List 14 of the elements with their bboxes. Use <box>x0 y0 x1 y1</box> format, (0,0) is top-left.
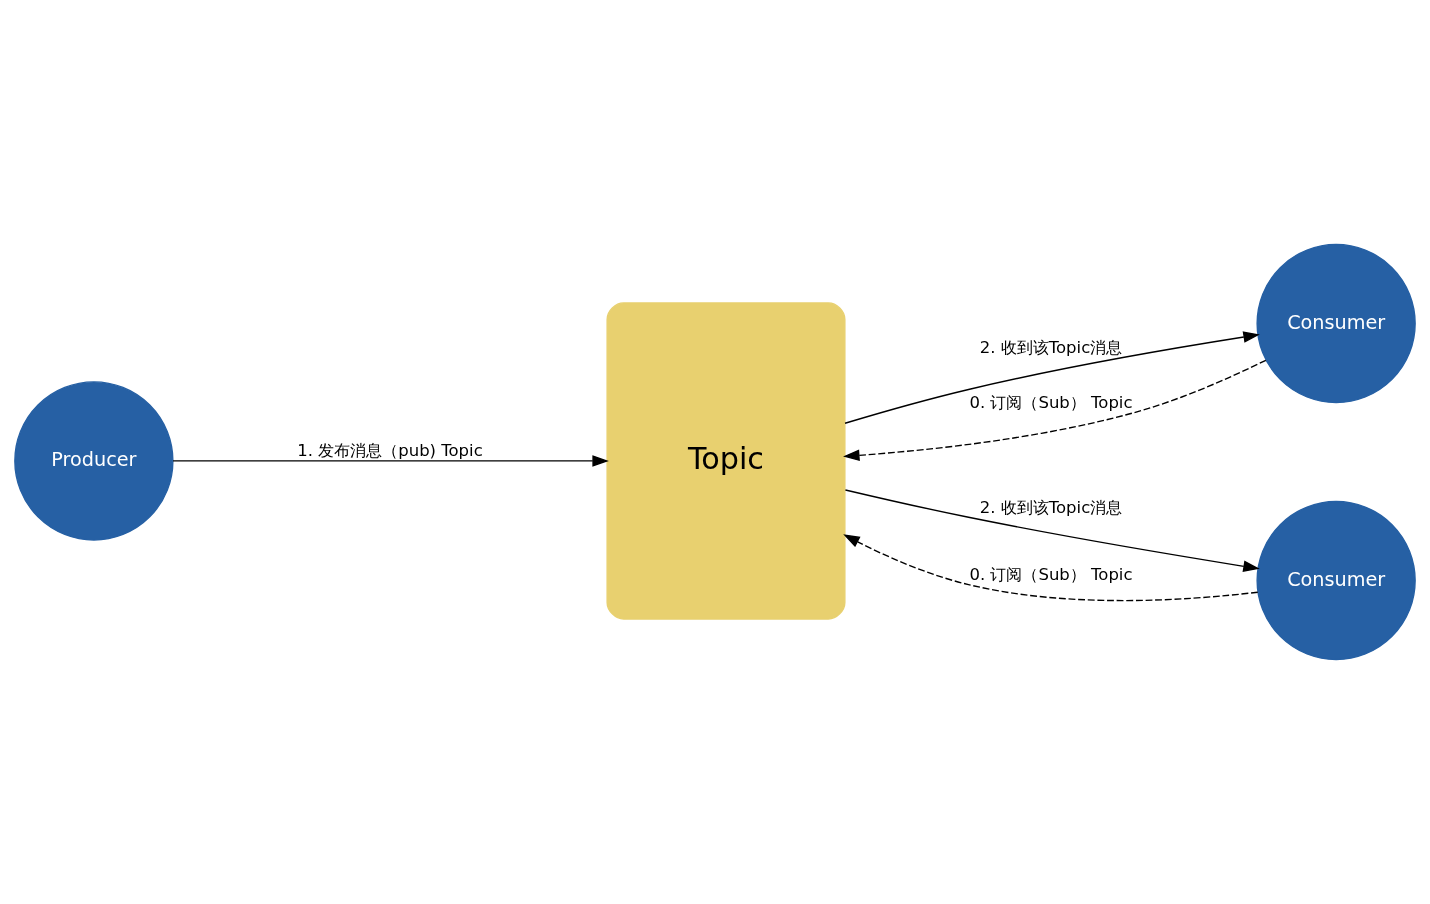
edge-label: 0. 订阅（Sub） Topic <box>969 564 1133 584</box>
node-circle: Producer <box>14 381 174 541</box>
edge-label: 0. 订阅（Sub） Topic <box>969 393 1133 413</box>
edge-label: 2. 收到该Topic消息 <box>979 338 1123 358</box>
arrow <box>844 331 1260 424</box>
arrow <box>844 489 1260 572</box>
arrow <box>843 534 1259 602</box>
node-circle: Consumer <box>1256 243 1416 404</box>
arrow <box>843 359 1267 462</box>
edge-label: 2. 收到该Topic消息 <box>979 497 1123 517</box>
node-box: Topic <box>606 302 846 620</box>
arrow <box>172 455 609 467</box>
node-circle: Consumer <box>1256 500 1416 661</box>
edge-label: 1. 发布消息（pub) Topic <box>297 441 483 461</box>
